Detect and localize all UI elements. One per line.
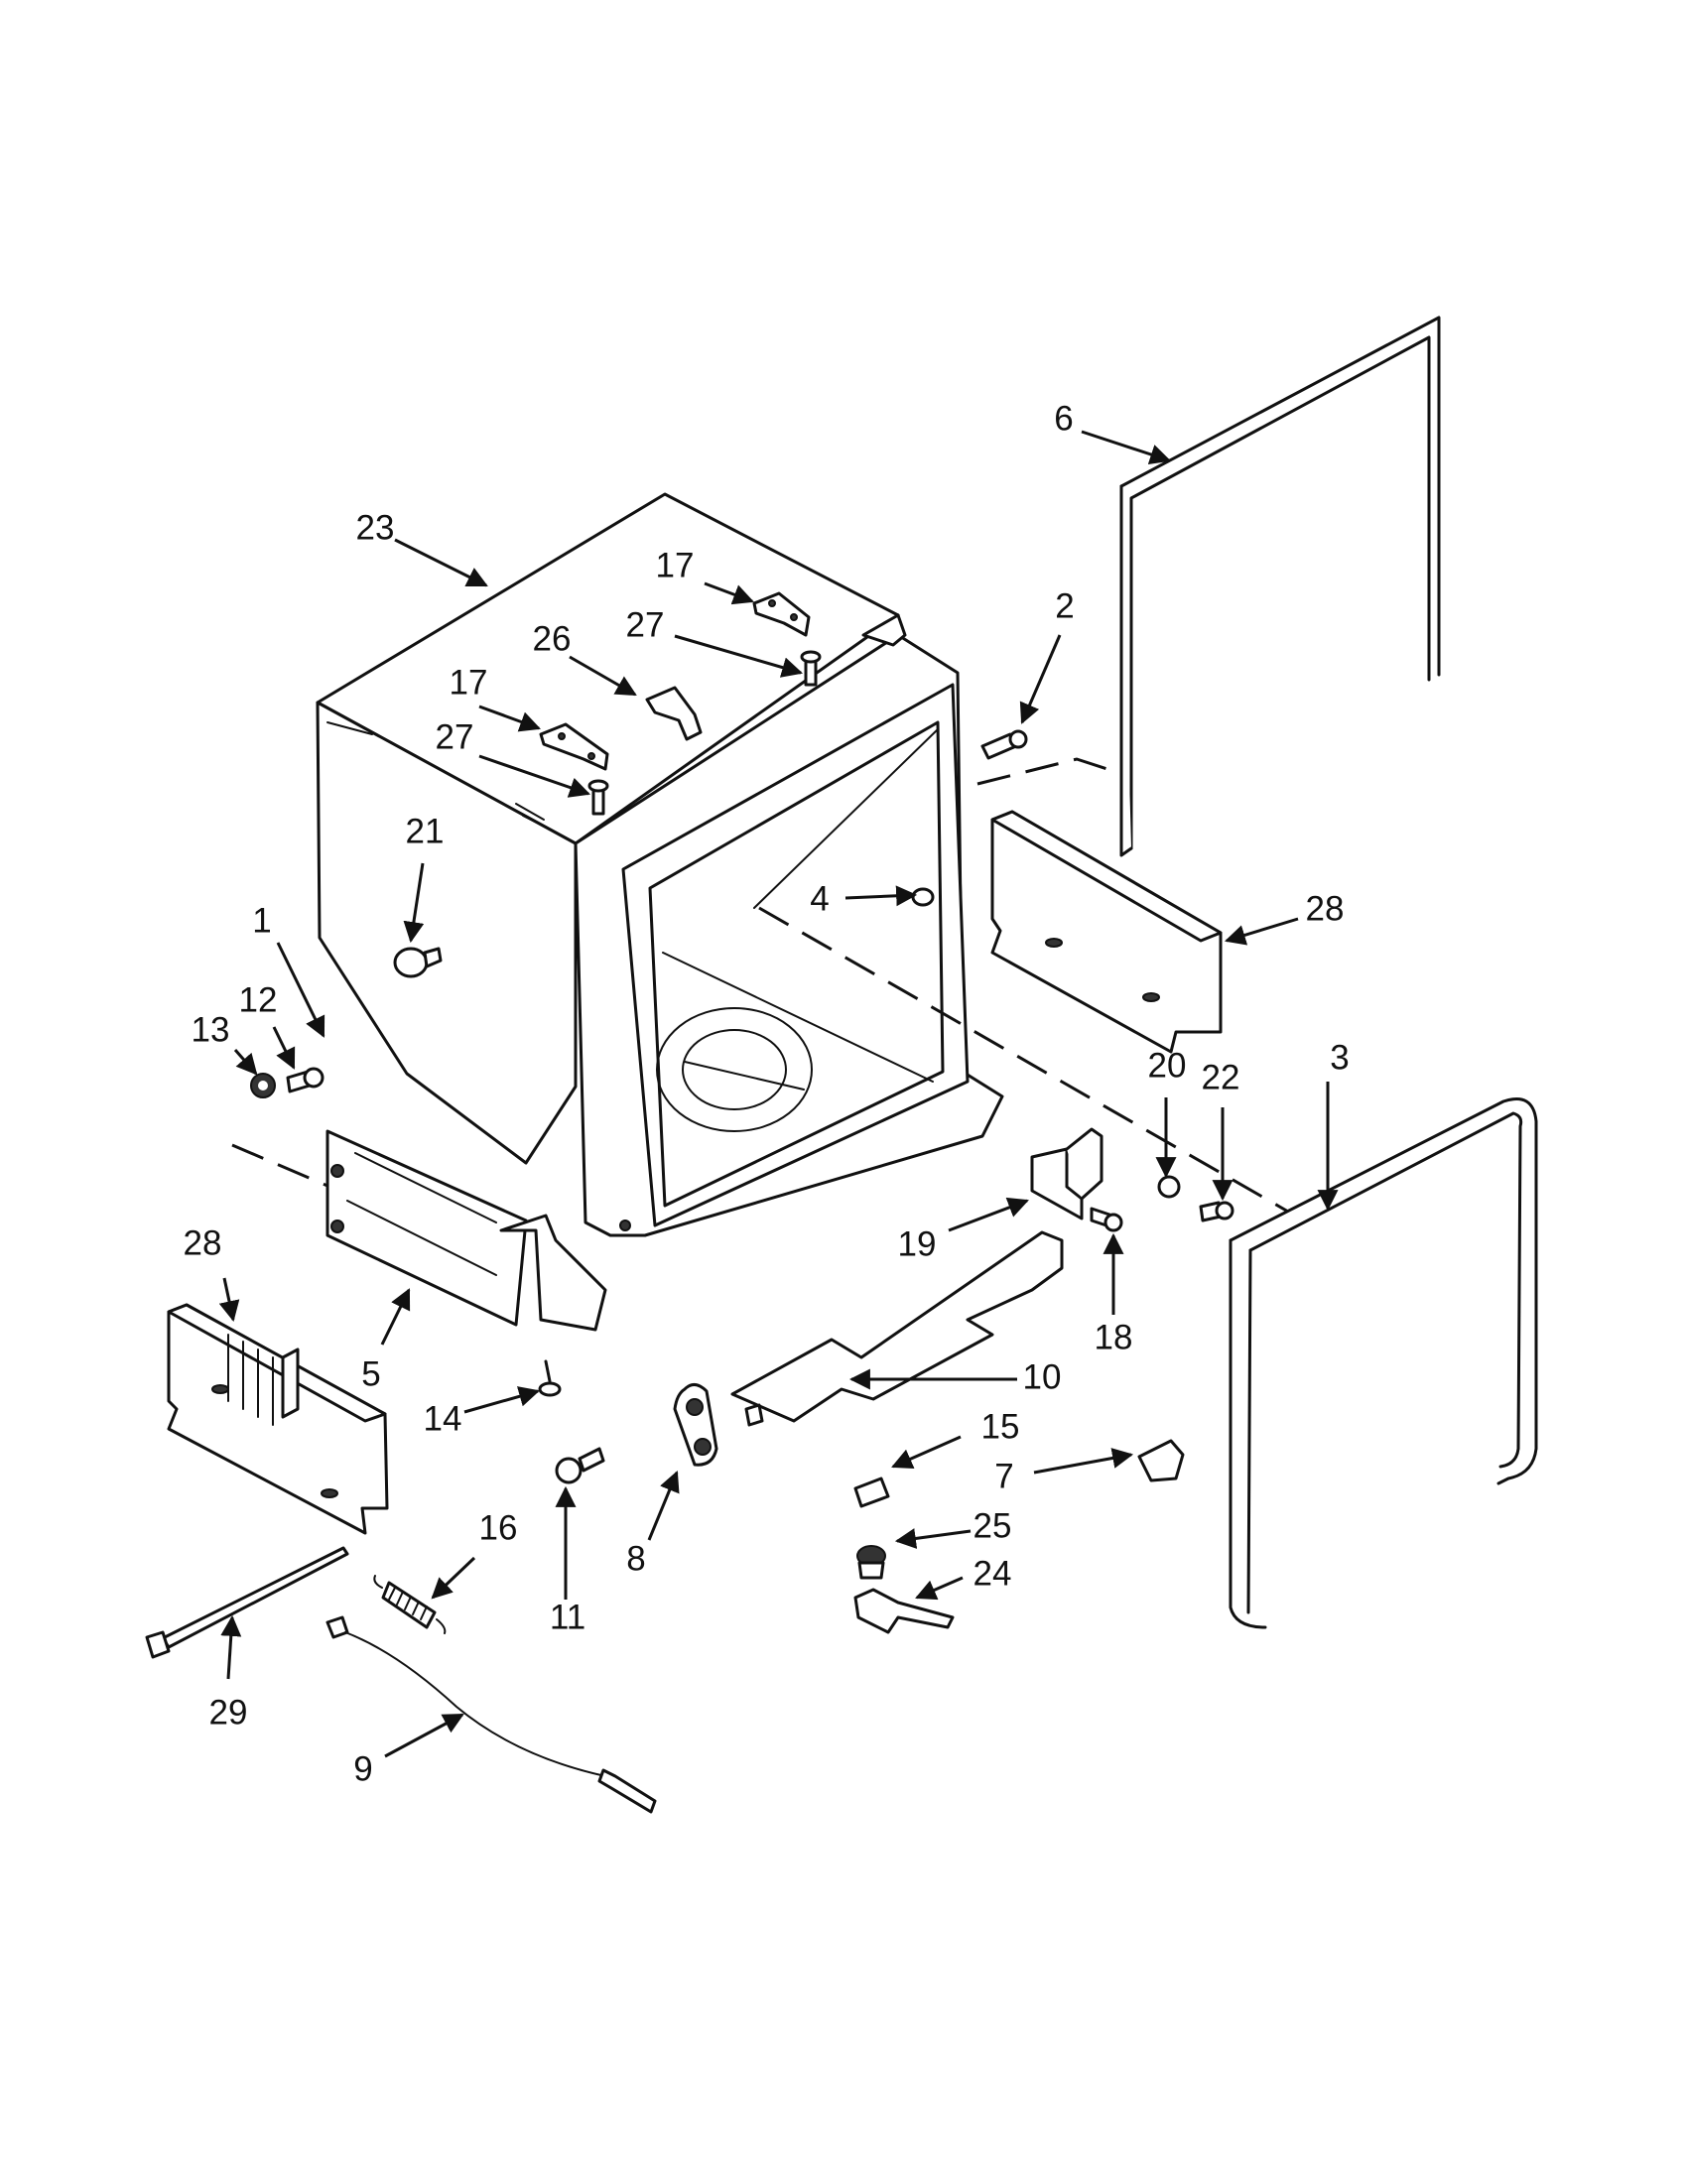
callout-26: 26 <box>533 619 572 658</box>
callout-14: 14 <box>424 1399 462 1438</box>
top-marking-1 <box>326 721 373 735</box>
tub-inner-opening <box>648 720 945 1208</box>
screw-part-27-lower <box>587 779 609 816</box>
tub-gasket-left <box>1229 1238 1267 1629</box>
side-mount-axis-line <box>231 1143 328 1188</box>
connector-part-7 <box>1137 1439 1185 1482</box>
screw-part-2 <box>980 729 1028 760</box>
tub-rear-line <box>753 728 939 909</box>
callout-16: 16 <box>479 1508 518 1547</box>
frame-hole-1 <box>330 1164 344 1178</box>
bracket-part-19 <box>1030 1127 1103 1220</box>
block-upper-top <box>990 810 1223 943</box>
grommet-part-8 <box>673 1383 718 1467</box>
callout-2: 2 <box>1055 586 1074 625</box>
wire-harness-part-9 <box>325 1615 657 1814</box>
tub-gasket-inner <box>1248 1111 1523 1469</box>
callout-20: 20 <box>1148 1046 1187 1085</box>
screw-part-22 <box>1199 1201 1234 1222</box>
callout-labels: 1 2 3 4 5 6 7 8 9 10 11 12 13 14 15 16 1… <box>184 399 1350 1788</box>
door-seal-top-inner <box>1129 335 1431 850</box>
callout-11: 11 <box>550 1598 585 1636</box>
hinge-part-17-lower <box>539 722 609 771</box>
callout-8: 8 <box>626 1539 645 1578</box>
frame-hole-2 <box>330 1220 344 1233</box>
callout-6: 6 <box>1054 399 1073 438</box>
callout-29: 29 <box>209 1693 248 1732</box>
callout-13: 13 <box>192 1010 230 1049</box>
spray-arm <box>684 1061 805 1091</box>
door-seal-top <box>1119 316 1441 857</box>
rear-mount-axis-line <box>976 757 1117 786</box>
tub-gasket-bottom <box>1229 1097 1538 1629</box>
frame-hole-3 <box>619 1220 631 1231</box>
callout-22: 22 <box>1202 1058 1240 1096</box>
frame-top-bar <box>861 613 907 647</box>
callout-12: 12 <box>239 980 278 1019</box>
callout-3: 3 <box>1330 1038 1349 1077</box>
callout-1: 1 <box>252 901 271 940</box>
screw-part-12 <box>286 1067 324 1093</box>
block-lower-top <box>167 1303 387 1423</box>
nut-part-20 <box>1157 1175 1181 1199</box>
screw-part-18 <box>1090 1207 1123 1232</box>
callout-28-left: 28 <box>184 1223 222 1262</box>
leveling-leg-part-14 <box>538 1359 562 1397</box>
door-seal-top-end <box>1119 484 1133 857</box>
block-lower-face <box>167 1303 389 1535</box>
callout-21: 21 <box>406 812 445 850</box>
bottom-plate-part-10 <box>730 1230 1064 1427</box>
callout-10: 10 <box>1023 1357 1062 1396</box>
callout-4: 4 <box>810 879 829 918</box>
leader-lines <box>218 430 1339 1758</box>
callout-28-right: 28 <box>1306 889 1345 928</box>
spray-arm-well <box>656 1007 813 1132</box>
callout-24: 24 <box>973 1554 1012 1593</box>
callout-18: 18 <box>1095 1318 1133 1356</box>
top-marking-2 <box>515 803 545 821</box>
spray-arm-well-inner <box>682 1029 787 1110</box>
hinge-part-17-upper <box>752 591 811 637</box>
mount-axis-line <box>758 906 1296 1218</box>
cable-tie-part-29 <box>145 1546 349 1659</box>
plug-part-21 <box>393 947 443 978</box>
switch-part-25 <box>856 1545 886 1580</box>
tub-leg-bracket <box>499 1214 607 1332</box>
top-marking-3 <box>522 815 552 831</box>
tub-base-rail <box>354 1152 497 1223</box>
callout-7: 7 <box>994 1457 1013 1495</box>
screw-part-11 <box>555 1447 605 1484</box>
callout-15: 15 <box>981 1407 1020 1446</box>
tub-floor-line <box>662 952 934 1083</box>
callout-17-upper: 17 <box>656 546 695 584</box>
spring-part-16 <box>373 1575 447 1634</box>
clip-part-26 <box>645 686 703 741</box>
tub-base-rail-2 <box>346 1200 497 1276</box>
callout-23: 23 <box>356 508 395 547</box>
callout-9: 9 <box>353 1749 372 1788</box>
callout-5: 5 <box>361 1354 380 1393</box>
plug-part-4 <box>911 887 935 907</box>
bracket-part-24 <box>853 1588 955 1634</box>
insulation-block-lower <box>167 1303 389 1535</box>
tub-assembly <box>231 492 1296 1332</box>
clip-part-15 <box>853 1477 890 1508</box>
callout-27-lower: 27 <box>436 717 474 756</box>
tub-base-frame <box>325 1129 528 1327</box>
insulation-block-upper <box>990 810 1223 1054</box>
screw-part-27-upper <box>800 650 822 687</box>
callout-25: 25 <box>973 1506 1012 1545</box>
callout-27-upper: 27 <box>626 605 665 644</box>
washer-part-13 <box>250 1073 276 1098</box>
callout-19: 19 <box>898 1224 937 1263</box>
callout-17-lower: 17 <box>450 663 488 702</box>
